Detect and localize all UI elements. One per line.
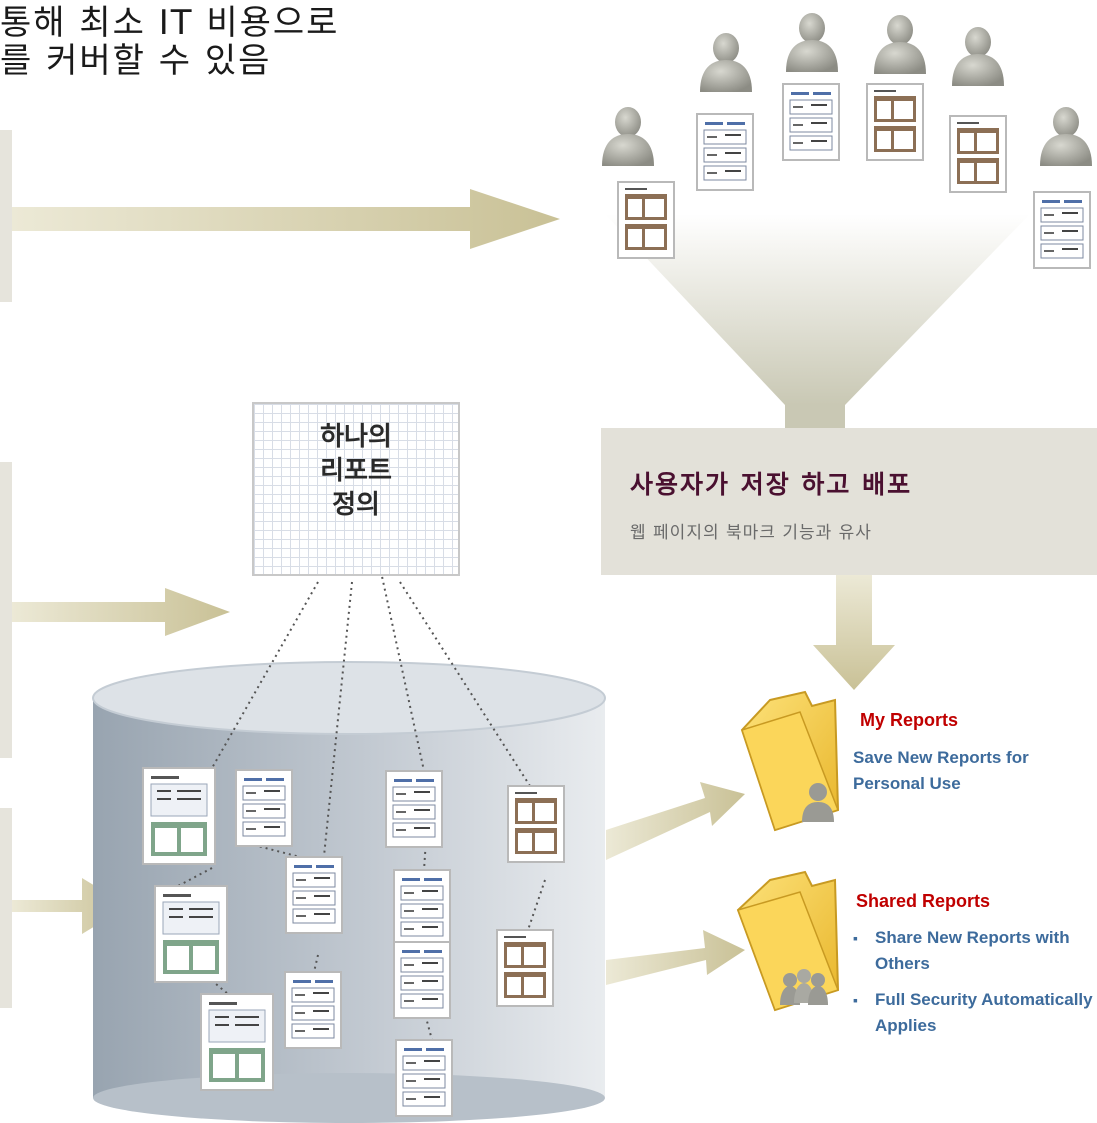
middle-arrow [12,588,230,636]
user-icon [786,13,838,72]
my-reports-folder-icon [740,690,840,832]
top-arrow [12,189,560,249]
distribution-info-box [601,428,1097,575]
report-document [200,993,274,1091]
shared-reports-bullet: Share New Reports with Others [853,925,1093,977]
distribution-funnel [605,214,1030,405]
funnel-stem [785,404,845,430]
shared-reports-folder-icon [736,870,840,1012]
my-reports-description: Save New Reports for Personal Use [853,748,1029,793]
report-document [154,885,228,983]
report-document [385,770,443,848]
left-panel-middle [0,462,12,758]
headline-line-2: 를 커버할 수 있음 [0,41,272,81]
report-document [235,769,293,847]
definition-line-1: 하나의 [320,422,392,452]
shared-reports-bullet: Full Security Automatically Applies [853,987,1093,1039]
user-icon [602,107,654,166]
my-reports-arrow [606,782,745,860]
report-document [496,929,554,1007]
left-panel-bottom [0,808,12,1008]
report-document [284,971,342,1049]
user-icon [1040,107,1092,166]
user-report [1033,191,1091,269]
report-document [393,941,451,1019]
user-icon [952,27,1004,86]
shared-reports-arrow [606,930,745,985]
shared-reports-list: Share New Reports with Others Full Secur… [853,925,1093,1039]
user-icon [700,33,752,92]
definition-line-3: 정의 [332,490,380,520]
user-report [866,83,924,161]
shared-reports-title: Shared Reports [856,891,991,911]
report-document [395,1039,453,1117]
headline: 통해 최소 IT 비용으로 를 커버할 수 있음 [0,4,339,80]
user-report [782,83,840,161]
report-definition-label: 하나의 리포트 정의 [252,420,460,522]
my-reports-title: My Reports [860,710,959,730]
report-document [507,785,565,863]
distribution-subtitle: 웹 페이지의 북마크 기능과 유사 [630,523,872,543]
report-document [285,856,343,934]
definition-line-2: 리포트 [320,456,392,486]
down-arrow [813,575,895,690]
user-icon [874,15,926,74]
left-panel-top [0,130,12,302]
user-report [696,113,754,191]
headline-line-1: 통해 최소 IT 비용으로 [0,3,340,43]
distribution-title: 사용자가 저장 하고 배포 [630,470,913,499]
user-report [949,115,1007,193]
report-document [393,869,451,947]
user-report [617,181,675,259]
report-document [142,767,216,865]
report-definition-box [252,402,460,576]
